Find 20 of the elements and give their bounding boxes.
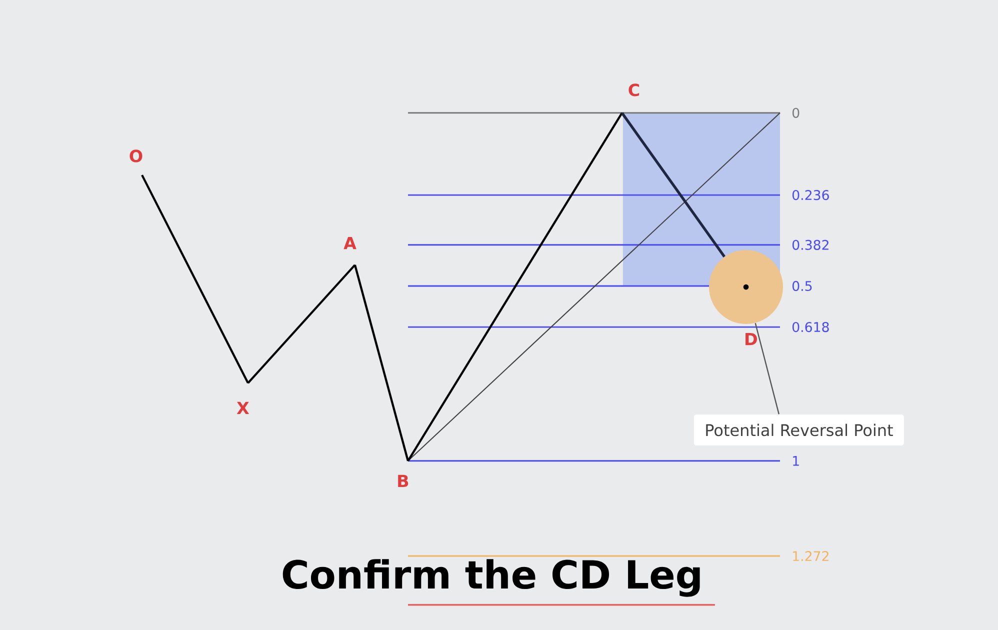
point-label: D [746,332,757,346]
point-label: O [130,150,142,162]
level-value: 0.618 [792,322,829,332]
reversal-zone [709,250,783,324]
line-segment [754,322,780,414]
point-label: C [628,84,640,96]
level-value: 0.382 [792,240,828,250]
line-segment [141,174,249,384]
line-segment [354,264,410,462]
level-value: 0.236 [792,190,829,200]
point-label: B [398,474,408,487]
level-value: 1.272 [793,551,828,561]
callout-box: Potential Reversal Point [694,414,904,446]
line-segment [247,264,356,384]
title: Confirm the CD Leg [282,559,700,597]
level-value: 0 [792,108,800,118]
point-label: A [344,236,356,250]
line-segment [407,112,623,462]
line-segment [620,112,726,258]
point-label: X [236,402,250,414]
